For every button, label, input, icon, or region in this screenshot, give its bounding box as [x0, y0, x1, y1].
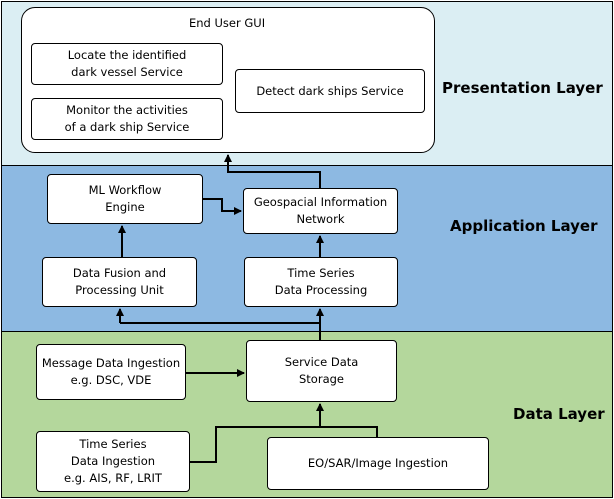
service-data-storage: Service Data Storage: [246, 340, 397, 402]
time-series-data-processing: Time Series Data Processing: [244, 257, 398, 307]
message-data-ingestion: Message Data Ingestion e.g. DSC, VDE: [36, 344, 186, 400]
detect-dark-ships-service: Detect dark ships Service: [235, 69, 425, 113]
end-user-gui-title: End User GUI: [189, 16, 266, 30]
geospatial-information-network: Geospacial Information Network: [243, 188, 398, 234]
monitor-dark-ship-service: Monitor the activities of a dark ship Se…: [31, 98, 223, 140]
time-series-data-ingestion: Time Series Data Ingestion e.g. AIS, RF,…: [36, 431, 190, 492]
eo-sar-image-ingestion: EO/SAR/Image Ingestion: [267, 437, 489, 490]
ml-workflow-engine: ML Workflow Engine: [47, 174, 203, 224]
data-layer-title: Data Layer: [513, 405, 605, 423]
presentation-layer-title: Presentation Layer: [442, 79, 603, 97]
locate-dark-vessel-service: Locate the identified dark vessel Servic…: [31, 43, 223, 85]
application-layer-title: Application Layer: [450, 217, 598, 235]
data-fusion-processing-unit: Data Fusion and Processing Unit: [42, 257, 197, 307]
